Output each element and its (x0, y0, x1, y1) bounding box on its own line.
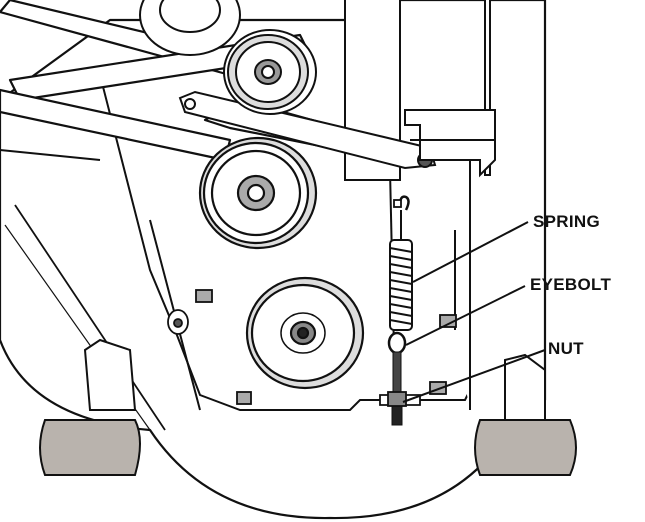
hardware-bolts (167, 199, 457, 405)
callout-nut: NUT (548, 339, 584, 358)
anti-scalp-roller-right (474, 353, 577, 476)
callout-eyebolt: EYEBOLT (530, 275, 611, 294)
idler-pulley-upper (223, 29, 317, 115)
nut (379, 391, 421, 407)
callout-leaders (402, 221, 546, 403)
tension-spring (389, 195, 413, 331)
idler-pulley-center (198, 136, 318, 250)
anti-scalp-roller-left (39, 338, 141, 476)
pulley-top (139, 0, 241, 56)
spindle-pulley (245, 276, 365, 390)
belt-guide-bracket (404, 109, 496, 178)
callout-spring: SPRING (533, 212, 600, 231)
